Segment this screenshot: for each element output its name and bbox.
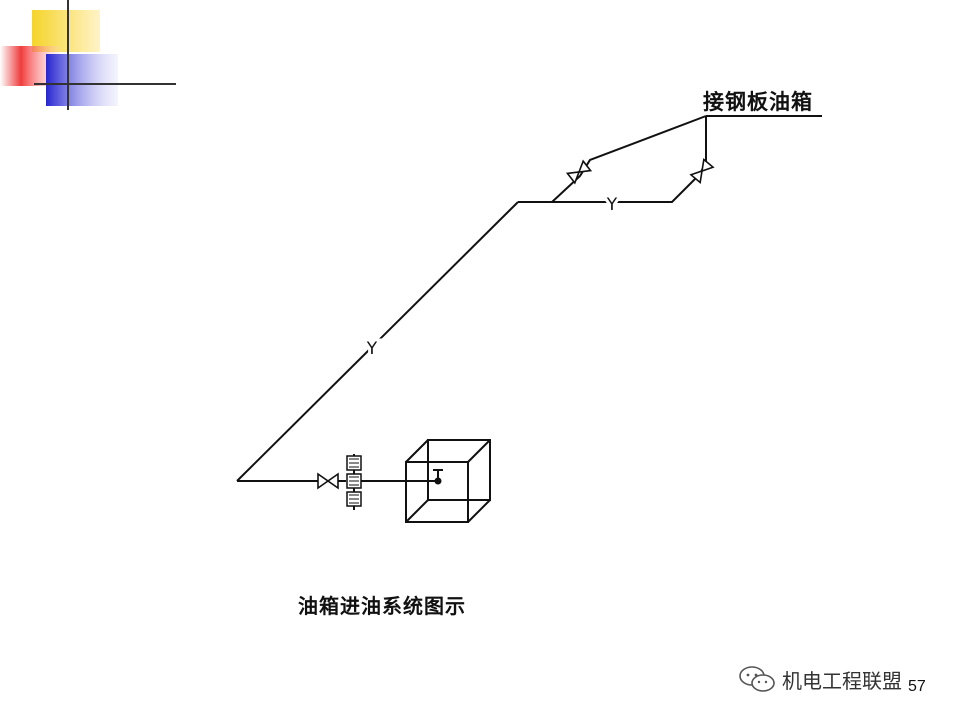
filter-icon — [346, 454, 362, 510]
bottom-valve-icon — [317, 472, 339, 490]
page-number: 57 — [908, 678, 926, 695]
target-tank-label: 接钢板油箱 — [703, 89, 813, 114]
pump-dot — [434, 477, 442, 485]
watermark: 机电工程联盟 — [738, 664, 902, 694]
upper-valve-icon — [565, 159, 593, 185]
drum-back-face — [427, 439, 491, 501]
drum-edge-tr — [467, 439, 491, 463]
upper-branch-pipe — [551, 115, 707, 203]
drum-front-face — [405, 461, 469, 523]
drum-edge-br — [467, 499, 491, 523]
deco-blue-square — [46, 54, 118, 106]
corner-decoration — [0, 0, 176, 110]
drum-edge-bl — [405, 499, 429, 523]
pipe-code-riser: Y — [366, 339, 378, 359]
chat-bubbles-icon — [739, 666, 775, 692]
drum-edge-tl — [405, 439, 429, 463]
watermark-text: 机电工程联盟 — [782, 668, 902, 693]
main-riser-pipe — [236, 201, 519, 482]
deco-yellow-square — [32, 10, 100, 52]
diagram-caption: 油箱进油系统图示 — [298, 594, 466, 618]
pipe-code-branch: Y — [606, 195, 618, 215]
lower-valve-icon — [689, 157, 715, 185]
